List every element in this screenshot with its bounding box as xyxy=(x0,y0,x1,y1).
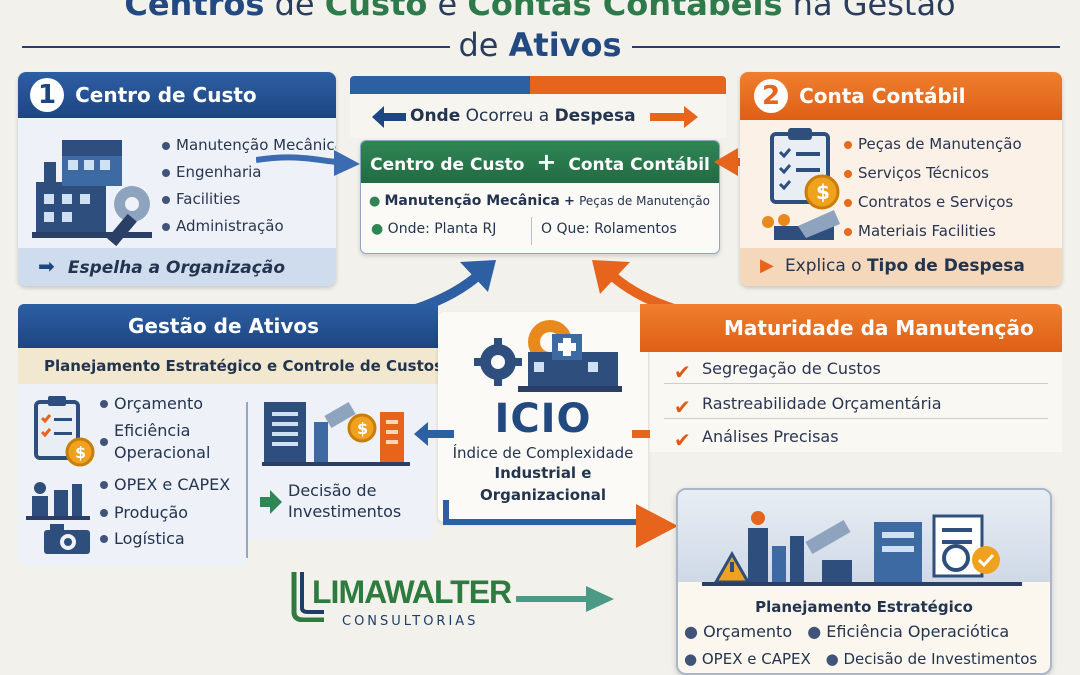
list-item: Serviços Técnicos xyxy=(842,159,1022,188)
list-item: Peças de Manutenção xyxy=(842,130,1022,159)
conta-contabil-footer: ▶ Explica o Tipo de Despesa xyxy=(740,248,1062,286)
maturidade-list-bg xyxy=(650,352,1062,452)
buildings-coin-icon: $ xyxy=(262,401,410,466)
icio-line-1: Índice de Complexidade xyxy=(452,444,634,462)
list-item: Produção xyxy=(98,500,230,526)
center-oque: O Que: Rolamentos xyxy=(541,221,677,237)
planejamento-panel: Planejamento Estratégico ● Orçamento ● E… xyxy=(676,488,1052,675)
gestao-ativos-list: Orçamento Eficiência Operacional OPEX e … xyxy=(98,392,230,552)
icio-line-3: Organizacional xyxy=(480,486,606,504)
page-title-line-1: Centros de Custo e Contas Contábeis na G… xyxy=(124,0,956,23)
arrow-into-center-left xyxy=(256,150,360,176)
icio-acronym: ICIO xyxy=(494,396,592,442)
list-item: Contratos e Serviços xyxy=(842,188,1022,217)
center-divider xyxy=(531,217,532,245)
list-item: Orçamento xyxy=(703,622,793,641)
arrow-right-icon xyxy=(650,106,698,128)
maturidade-header: Maturidade da Manutenção xyxy=(640,304,1062,352)
svg-text:$: $ xyxy=(816,180,830,204)
maturidade-item: ✔Segregação de Custos xyxy=(664,354,1048,384)
arrow-left-icon xyxy=(414,422,454,446)
title-rule-right xyxy=(632,46,1060,48)
maturidade-item: ✔Rastreabilidade Orçamentária xyxy=(664,389,1048,419)
list-item: Eficiência Operaciótica xyxy=(826,622,1010,641)
camera-icon xyxy=(44,524,90,554)
planning-illustration-icon xyxy=(702,511,1022,586)
conta-contabil-title: Conta Contábil xyxy=(799,84,966,108)
logo-mark-icon xyxy=(291,572,324,622)
center-combination-box: Centro de Custo + Conta Contábil ● Manut… xyxy=(360,140,720,254)
list-item: OPEX e CAPEX xyxy=(701,650,811,668)
decision-label: Decisão de Investimentos xyxy=(288,481,402,521)
arrow-left-icon xyxy=(372,106,406,128)
logo-sub: CONSULTORIAS xyxy=(342,614,479,629)
list-item: Eficiência Operacional xyxy=(98,420,228,464)
arrow-right-icon xyxy=(260,490,282,514)
title-rule-left xyxy=(22,46,450,48)
gears-factory-icon xyxy=(474,320,622,392)
page-title-line-2: de Ativos xyxy=(458,26,622,64)
planejamento-row-2: ● OPEX e CAPEX ● Decisão de Investimento… xyxy=(684,650,1038,668)
arrow-to-planejamento xyxy=(443,500,678,548)
centro-custo-list: Manutenção Mecânica Engenharia Facilitie… xyxy=(160,132,336,240)
conta-contabil-header: 2 Conta Contábil xyxy=(740,72,1062,120)
arrow-right-icon: ➡ xyxy=(38,254,55,278)
check-icon: ✔ xyxy=(674,360,691,384)
check-icon: ✔ xyxy=(674,395,691,419)
svg-text:$: $ xyxy=(75,443,86,462)
logo-arrow-right-icon xyxy=(516,586,614,612)
list-item: Engenharia xyxy=(160,159,336,186)
top-band-orange xyxy=(530,76,726,94)
center-combination-header: Centro de Custo + Conta Contábil xyxy=(361,141,719,183)
clipboard-coin-icon: $ xyxy=(34,396,95,467)
svg-text:$: $ xyxy=(357,419,368,438)
maturidade-item: ✔Análises Precisas xyxy=(664,422,1048,452)
factory-wrench-icon xyxy=(32,140,152,247)
step-2-badge: 2 xyxy=(754,79,788,113)
onde-label: Onde Ocorreu a Despesa xyxy=(410,106,636,126)
conta-contabil-panel: 2 Conta Contábil $ Peças de Manutenção S… xyxy=(740,72,1062,286)
list-item: Materiais Facilities xyxy=(842,217,1022,246)
gestao-ativos-list-panel: $ Orçamento Eficiência Operacional OPEX … xyxy=(18,384,248,566)
centro-custo-panel: 1 Centro de Custo Manutenção Mecânica En… xyxy=(18,72,336,286)
logo-brand: LIMAWALTER xyxy=(312,574,512,610)
icio-line-2: Industrial e xyxy=(494,464,592,482)
gestao-ativos-header: Gestão de Ativos xyxy=(18,304,438,348)
list-item: Facilities xyxy=(160,186,336,213)
conta-contabil-list: Peças de Manutenção Serviços Técnicos Co… xyxy=(842,130,1022,246)
top-band-blue xyxy=(350,76,530,94)
centro-custo-header: 1 Centro de Custo xyxy=(18,72,336,118)
check-icon: ✔ xyxy=(674,428,691,452)
workers-machine-icon xyxy=(26,482,90,520)
step-1-badge: 1 xyxy=(30,78,64,112)
limawalter-logo: LIMAWALTER CONSULTORIAS xyxy=(290,572,520,636)
planejamento-title: Planejamento Estratégico xyxy=(755,598,973,616)
list-item: Orçamento xyxy=(98,392,230,416)
planejamento-row-1: ● Orçamento ● Eficiência Operaciótica xyxy=(684,622,1010,641)
gestao-ativos-subtitle: Planejamento Estratégico e Controle de C… xyxy=(18,348,443,384)
list-item: Manutenção Mecânica xyxy=(160,132,336,159)
arrow-right-icon: ▶ xyxy=(760,255,774,276)
gestao-decision-panel: $ Decisão de Investimentos xyxy=(248,384,434,540)
center-onde: ● Onde: Planta RJ xyxy=(371,221,497,237)
list-item: Decisão de Investimentos xyxy=(843,650,1038,668)
list-item: Logística xyxy=(98,526,230,552)
list-item: OPEX e CAPEX xyxy=(98,472,230,498)
centro-custo-footer: ➡ Espelha a Organização xyxy=(18,248,336,286)
gestao-divider xyxy=(246,402,248,558)
list-item: Administração xyxy=(160,213,336,240)
center-row-1: ● Manutenção Mecânica + Peças de Manuten… xyxy=(369,193,710,209)
clipboard-coin-icon: $ xyxy=(762,128,840,240)
icio-box: ICIO Índice de Complexidade Industrial e… xyxy=(438,312,648,522)
centro-custo-title: Centro de Custo xyxy=(75,83,257,107)
onde-row: Onde Ocorreu a Despesa xyxy=(350,94,726,138)
